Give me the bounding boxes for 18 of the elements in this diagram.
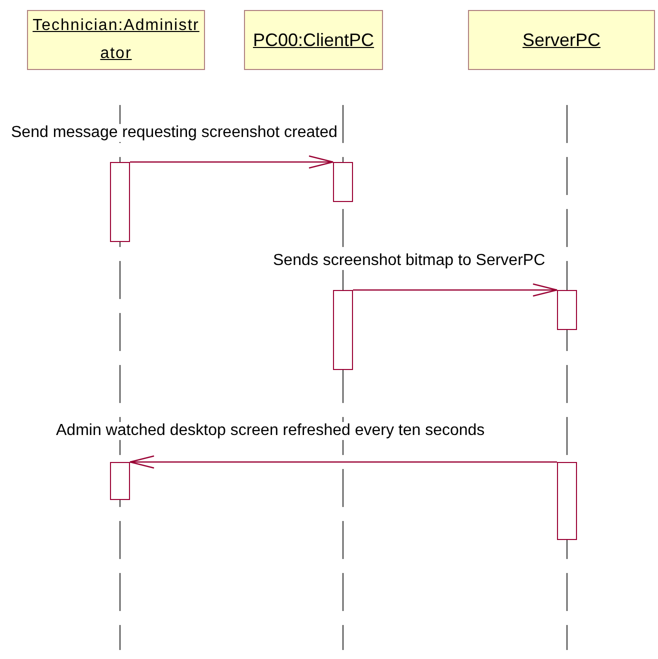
message-label: Admin watched desktop screen refreshed every ten seconds [55,422,486,440]
activation-bar [110,162,130,242]
message-arrow [130,155,334,169]
lifeline-header [468,10,655,70]
lifeline-name: Technician:Administrator [32,16,200,64]
message-arrow [129,455,557,469]
message-label: Sends screenshot bitmap to ServerPC [272,252,546,270]
lifeline-name: ServerPC [522,30,601,50]
lifeline-name: PC00:ClientPC [252,30,374,50]
activation-bar [110,462,130,500]
activation-bar [557,462,577,540]
lifeline-header [244,10,383,70]
message-arrow [353,283,558,297]
lifeline-header [27,10,205,70]
activation-bar [557,290,577,330]
message-label: Send message requesting screenshot created [10,124,338,142]
activation-bar [333,290,353,370]
activation-bar [333,162,353,202]
